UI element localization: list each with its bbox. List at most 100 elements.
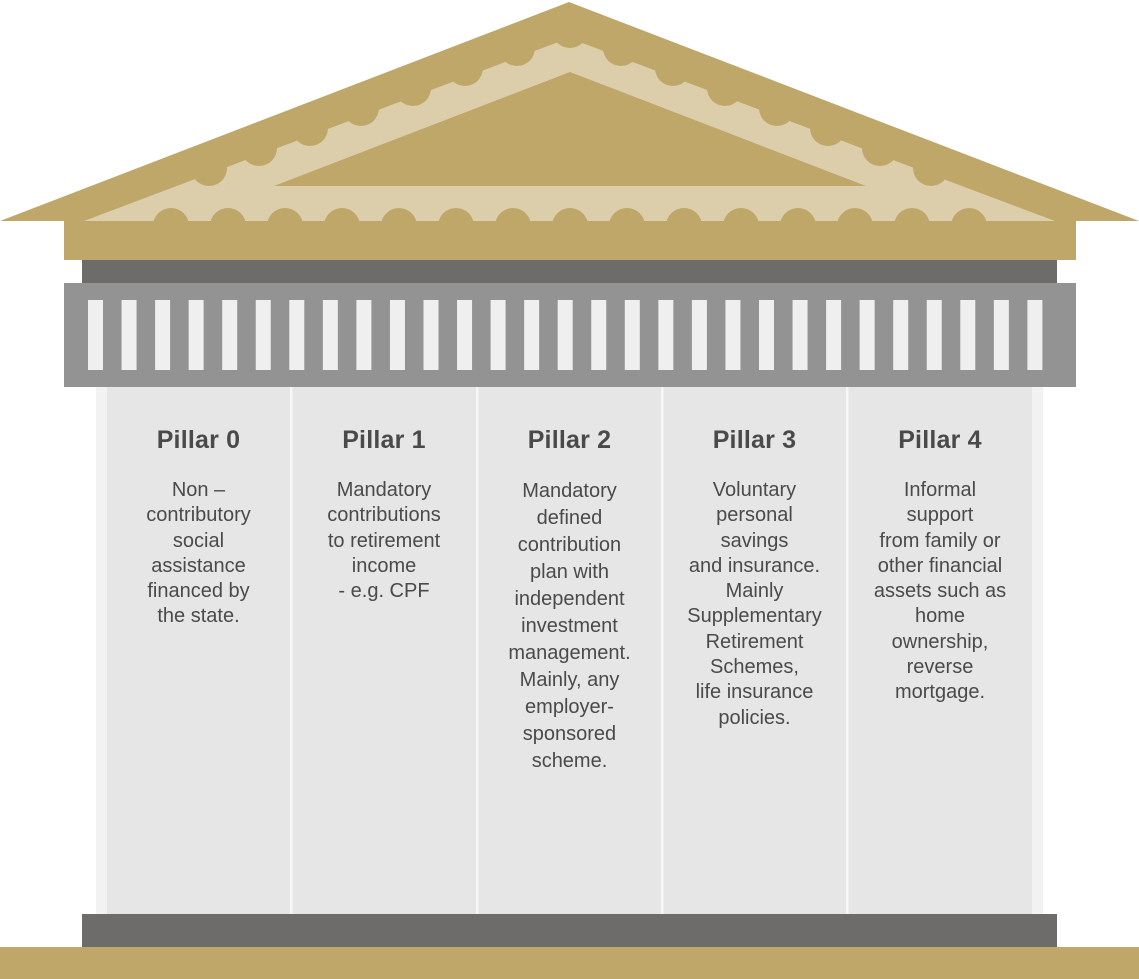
description-line: contributions xyxy=(327,504,441,527)
column-divider xyxy=(476,386,479,916)
pillar-title: Pillar 1 xyxy=(342,426,426,454)
description-line: personal xyxy=(716,504,793,527)
frieze-slot xyxy=(121,300,137,370)
pillar-column-0: Pillar 0 Non – contributory social assis… xyxy=(107,388,290,914)
description-line: employer- xyxy=(525,696,614,718)
roof-dentil xyxy=(241,130,277,166)
description-line: other financial xyxy=(877,554,1003,577)
description-line: Retirement xyxy=(705,630,804,653)
frieze-slot xyxy=(188,300,204,370)
frieze-slot xyxy=(457,300,473,370)
foundation-base xyxy=(0,947,1139,979)
description-line: sponsored xyxy=(522,723,617,745)
description-line: Supplementary xyxy=(687,605,822,628)
column-divider xyxy=(290,386,293,916)
pediment-tympanum xyxy=(274,72,866,186)
description-line: contribution xyxy=(517,534,622,556)
roof-dentil xyxy=(603,30,639,66)
colonnade-panel xyxy=(107,386,1032,916)
description-line: savings xyxy=(720,529,789,552)
roof-dentil xyxy=(759,90,795,126)
description-line: management. xyxy=(508,642,631,664)
description-line: mortgage. xyxy=(894,681,986,704)
roof-dentil xyxy=(292,110,328,146)
description-line: Informal xyxy=(903,479,977,501)
column-divider xyxy=(661,386,664,916)
cornice-beam xyxy=(64,221,1076,260)
frieze-slot xyxy=(826,300,842,370)
description-line: financed by xyxy=(147,580,250,603)
description-line: reverse xyxy=(906,656,974,679)
frieze-slot xyxy=(792,300,808,370)
description-line: - e.g. CPF xyxy=(338,580,430,603)
description-line: Mainly, any xyxy=(519,669,620,691)
frieze-slot xyxy=(222,300,238,370)
pillar-title: Pillar 4 xyxy=(898,426,982,454)
frieze-slot xyxy=(759,300,774,370)
roof-dentil xyxy=(913,150,949,186)
description-line: Non – xyxy=(171,479,226,501)
description-line: policies. xyxy=(718,706,791,729)
description-line: from family or xyxy=(879,529,1001,552)
pillar-title: Pillar 0 xyxy=(156,426,241,454)
description-line: support xyxy=(906,504,974,527)
roof-dentil xyxy=(810,110,846,146)
frieze-slot xyxy=(893,300,909,370)
roof-dentil xyxy=(862,130,898,166)
frieze-slot xyxy=(1027,300,1043,370)
pillar-description: Non – contributory social assistance fin… xyxy=(146,478,251,630)
description-line: Mandatory xyxy=(522,480,617,502)
frieze-slot xyxy=(926,300,942,370)
frieze-slot xyxy=(289,300,305,370)
pillar-description: Informal support from family or other fi… xyxy=(874,478,1006,706)
roof-dentil xyxy=(191,150,227,186)
description-line: defined xyxy=(536,507,603,529)
description-line: life insurance xyxy=(695,681,814,704)
frieze-slot xyxy=(322,300,338,370)
column-dividers xyxy=(290,386,849,916)
description-line: income xyxy=(351,554,417,577)
description-line: home xyxy=(914,605,965,628)
description-line: independent xyxy=(514,588,625,610)
frieze-slot xyxy=(255,300,271,370)
frieze-slot xyxy=(356,300,372,370)
frieze-slot xyxy=(155,300,171,370)
roof-dentil xyxy=(655,50,691,86)
pillar-title: Pillar 3 xyxy=(712,426,797,454)
frieze-slot xyxy=(960,300,976,370)
description-line: social xyxy=(172,529,225,552)
roof-dentil xyxy=(343,90,379,126)
architrave xyxy=(82,260,1057,284)
description-line: to retirement xyxy=(327,529,441,552)
pillar-description: Mandatory contributions to retirement in… xyxy=(327,478,440,604)
description-line: and insurance. xyxy=(688,554,821,577)
frieze-slot xyxy=(88,300,103,370)
pillar-description: Voluntary personal savings and insurance… xyxy=(687,478,822,731)
frieze-slot xyxy=(691,300,707,370)
roof-dentil xyxy=(707,70,743,106)
frieze-slot xyxy=(490,300,506,370)
description-line: scheme. xyxy=(531,750,608,772)
frieze-slot xyxy=(423,300,439,370)
description-line: Mandatory xyxy=(336,479,432,501)
description-line: contributory xyxy=(146,504,251,527)
description-line: investment xyxy=(521,615,618,637)
pillar-column-2: Pillar 2 Mandatory defined contribution … xyxy=(478,388,661,914)
stylobate xyxy=(82,914,1057,948)
frieze-slot xyxy=(658,300,674,370)
description-line: assistance xyxy=(151,554,246,577)
frieze-slot xyxy=(725,300,741,370)
roof-dentils xyxy=(191,12,949,186)
frieze-slot xyxy=(557,300,573,370)
pillar-description: Mandatory defined contribution plan with… xyxy=(508,478,630,775)
description-line: Mainly xyxy=(725,580,784,603)
frieze-slot xyxy=(624,300,640,370)
frieze-slot xyxy=(524,300,540,370)
frieze-slots xyxy=(88,300,1043,370)
column-divider xyxy=(846,386,849,916)
roof-dentil xyxy=(499,30,535,66)
description-line: Voluntary xyxy=(712,479,797,501)
frieze-slot xyxy=(389,300,405,370)
pillar-column-1: Pillar 1 Mandatory contributions to reti… xyxy=(292,388,476,914)
